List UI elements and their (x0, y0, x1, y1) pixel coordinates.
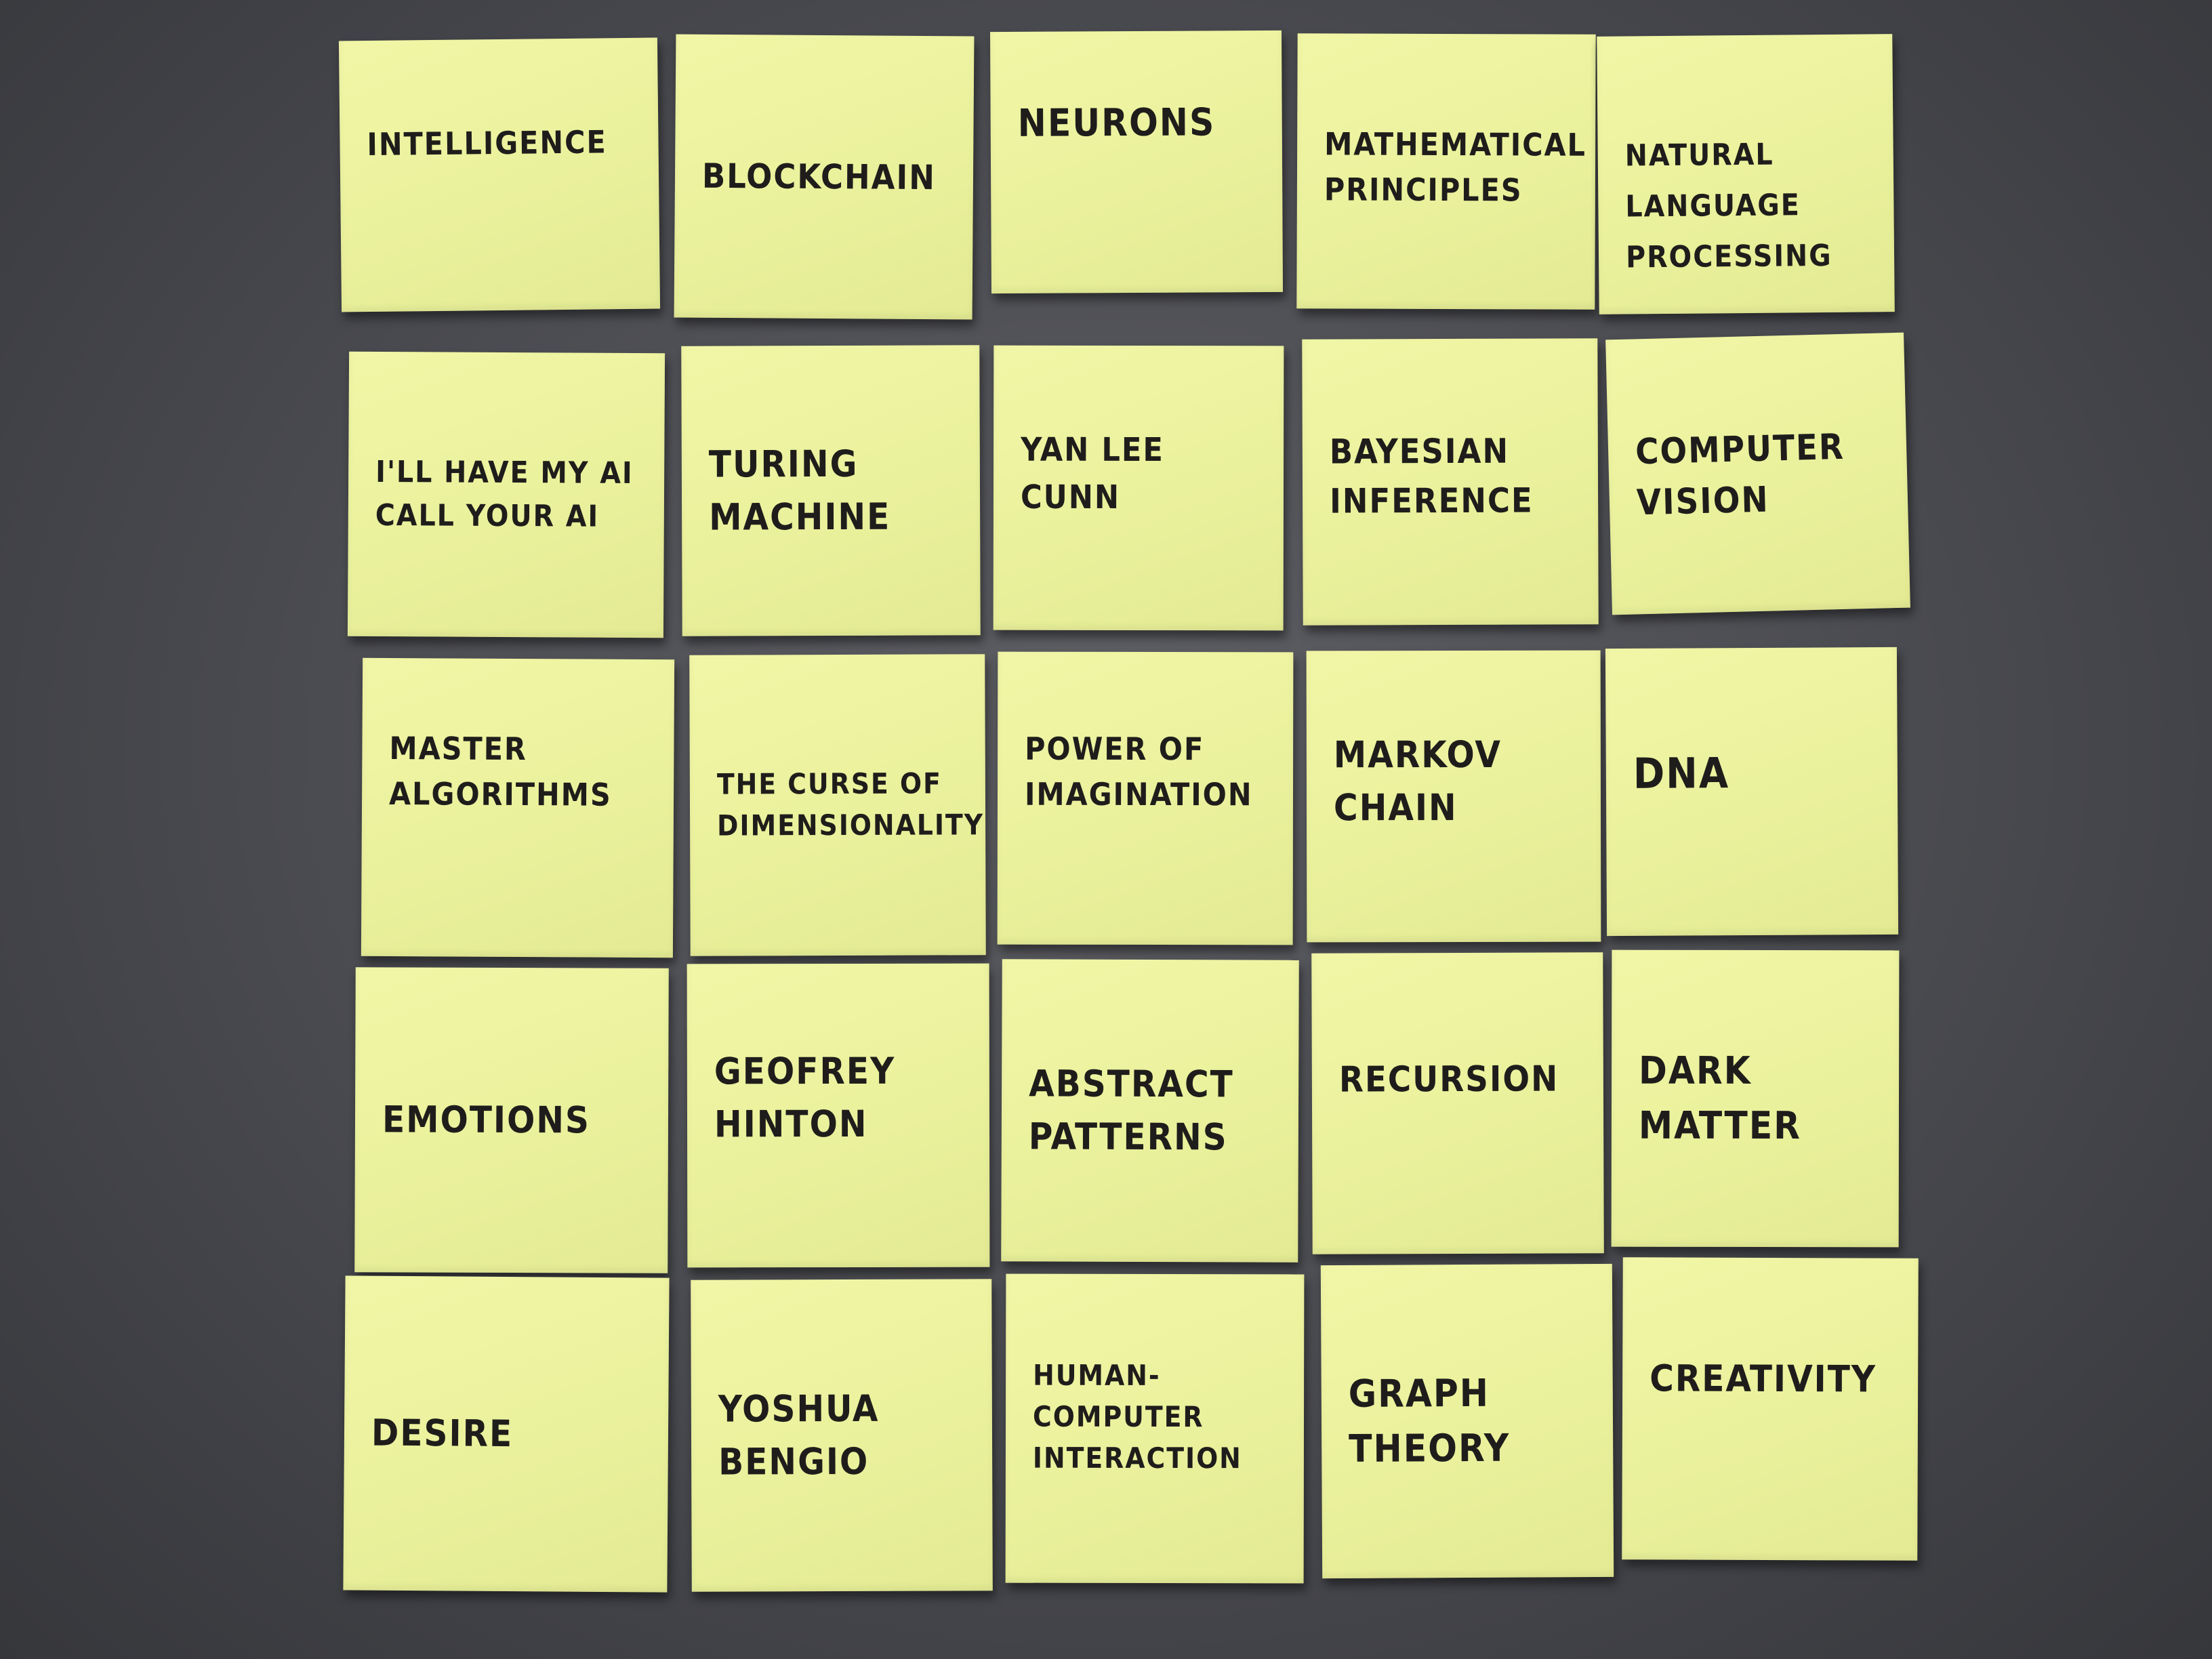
sticky-note-master-algorithms: Master Algorithms (361, 657, 675, 958)
sticky-note-blockchain: Blockchain (674, 34, 975, 320)
sticky-note-label: Human-Computer Interaction (1032, 1358, 1242, 1475)
sticky-note-recursion: Recursion (1311, 952, 1604, 1254)
sticky-note-abstract-patterns: Abstract Patterns (1001, 959, 1299, 1263)
sticky-note-neurons: Neurons (989, 30, 1284, 294)
sticky-note-graph-theory: Graph Theory (1320, 1263, 1614, 1579)
sticky-note-label: Geofrey Hinton (714, 1049, 896, 1146)
sticky-note-label: DNA (1633, 748, 1730, 798)
sticky-note-label: Power of Imagination (1024, 730, 1253, 813)
sticky-note-desire: Desire (343, 1275, 670, 1593)
sticky-note-label: Neurons (1017, 100, 1216, 146)
sticky-note-geofrey-hinton: Geofrey Hinton (687, 963, 990, 1268)
sticky-note-intelligence: Intelligence (338, 37, 661, 312)
sticky-note-label: Bayesian Inference (1329, 431, 1534, 521)
sticky-note-label: Emotions (382, 1098, 591, 1142)
sticky-note-turing-machine: Turing Machine (681, 345, 981, 636)
sticky-note-label: Yan Lee Cunn (1020, 430, 1164, 516)
sticky-note-label: Natural Language Processing (1624, 137, 1832, 275)
sticky-note-ai-call: I'll have my AI call your AI (347, 351, 665, 638)
sticky-note-label: Mathematical Principles (1324, 125, 1587, 209)
sticky-note-creativity: Creativity (1622, 1257, 1919, 1561)
sticky-note-label: Markov Chain (1333, 733, 1502, 830)
sticky-note-label: The Curse of Dimensionality (716, 766, 985, 842)
sticky-note-label: Blockchain (701, 156, 937, 197)
sticky-note-yan-lee-cunn: Yan Lee Cunn (993, 345, 1284, 631)
sticky-note-dna: DNA (1605, 647, 1899, 937)
sticky-note-label: Intelligence (367, 123, 607, 163)
sticky-note-natural-language-processing: Natural Language Processing (1597, 34, 1895, 314)
sticky-note-computer-vision: Computer Vision (1605, 332, 1910, 615)
sticky-note-label: Creativity (1650, 1357, 1877, 1401)
sticky-note-label: Master Algorithms (388, 730, 612, 813)
sticky-note-markov-chain: Markov Chain (1306, 650, 1601, 943)
sticky-note-dark-matter: Dark Matter (1611, 949, 1900, 1248)
sticky-note-label: Dark Matter (1638, 1048, 1802, 1149)
sticky-note-mathematical-principles: Mathematical Principles (1296, 33, 1596, 310)
sticky-note-label: Desire (371, 1411, 514, 1455)
sticky-note-label: Yoshua Bengio (718, 1387, 880, 1483)
sticky-note-yoshua-bengio: Yoshua Bengio (691, 1279, 993, 1592)
sticky-note-bayesian-inference: Bayesian Inference (1302, 338, 1599, 626)
sticky-note-emotions: Emotions (354, 967, 669, 1273)
sticky-note-label: Graph Theory (1348, 1371, 1511, 1471)
sticky-note-label: Recursion (1338, 1059, 1559, 1101)
sticky-note-human-computer-interaction: Human-Computer Interaction (1005, 1273, 1305, 1584)
sticky-note-label: Computer Vision (1635, 426, 1845, 524)
sticky-note-label: Turing Machine (708, 442, 891, 539)
sticky-note-power-of-imagination: Power of Imagination (997, 651, 1294, 945)
sticky-note-label: Abstract Patterns (1028, 1062, 1234, 1159)
sticky-note-curse-of-dimensionality: The Curse of Dimensionality (689, 654, 986, 956)
sticky-note-label: I'll have my AI call your AI (375, 455, 634, 534)
